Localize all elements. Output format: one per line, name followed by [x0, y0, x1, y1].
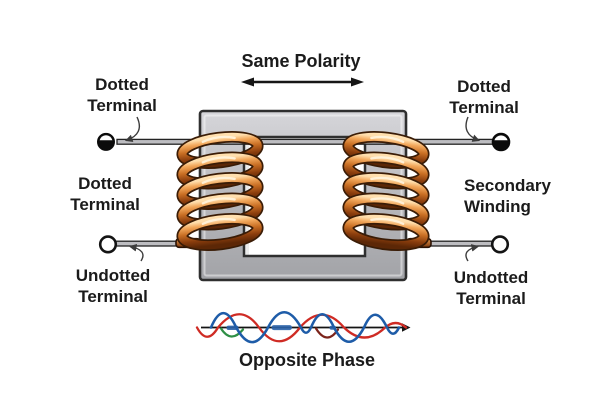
label-line: Dotted	[457, 77, 511, 96]
coil-turn-highlight	[201, 197, 236, 205]
label-line: Undotted	[453, 268, 529, 287]
bottom-right-lead-wire	[426, 240, 493, 247]
windings	[176, 131, 430, 251]
label-line: Terminal	[78, 287, 148, 306]
label-dotted-terminal-mid-left: Dotted Terminal	[40, 173, 170, 215]
dotted-terminal-marker-top-left	[96, 132, 115, 151]
top-lead-wire	[116, 138, 495, 145]
coil-turn-highlight	[370, 217, 405, 226]
leader-arrow-top-left	[124, 116, 141, 143]
label-secondary-winding: Secondary Winding	[464, 175, 594, 217]
terminals	[96, 132, 511, 254]
leader-arrow-bottom-right	[465, 244, 480, 262]
label-line: Terminal	[456, 289, 526, 308]
label-line: Terminal	[449, 98, 519, 117]
opposite-phase-waveform	[195, 310, 411, 344]
dotted-terminal-marker-top-right	[491, 132, 511, 152]
bottom-left-lead-wire	[114, 240, 183, 247]
wave-blue	[209, 310, 401, 344]
coil-turn-highlight	[370, 135, 405, 144]
label-line: Winding	[464, 197, 531, 216]
coil-turn-highlight	[201, 135, 236, 144]
leader-arrows	[124, 116, 481, 262]
label-undotted-terminal-left: Undotted Terminal	[48, 265, 178, 307]
undotted-terminal-marker-bottom-right	[490, 235, 510, 254]
leader-arrow-bottom-left	[128, 243, 144, 262]
label-line: Dotted	[78, 174, 132, 193]
coil-turn-highlight	[201, 176, 236, 185]
coil-turn-highlight	[370, 176, 405, 185]
label-line: Terminal	[87, 96, 157, 115]
undotted-terminal-marker-bottom-left	[98, 235, 118, 254]
coil-turn-highlight	[370, 197, 405, 205]
label-undotted-terminal-right: Undotted Terminal	[426, 267, 556, 309]
label-same-polarity: Same Polarity	[241, 51, 361, 71]
same-polarity-double-arrow-icon	[241, 77, 364, 87]
core-window	[242, 135, 367, 258]
label-dotted-terminal-top-right: Dotted Terminal	[419, 76, 549, 118]
core-bevel-highlight	[203, 114, 403, 277]
leader-arrow-top-right	[465, 116, 481, 142]
label-dotted-terminal-top-left: Dotted Terminal	[57, 74, 187, 116]
label-line: Undotted	[75, 266, 151, 285]
coil-turn-highlight	[201, 217, 236, 226]
right-winding-coil	[342, 131, 430, 251]
label-line: Secondary	[464, 176, 551, 195]
coil-turn-highlight	[370, 156, 405, 164]
wave-green	[219, 327, 245, 338]
left-winding-coil	[176, 131, 264, 251]
label-opposite-phase: Opposite Phase	[238, 350, 376, 370]
coil-turn-highlight	[201, 156, 236, 164]
label-line: Dotted	[95, 75, 149, 94]
label-line: Terminal	[70, 195, 140, 214]
